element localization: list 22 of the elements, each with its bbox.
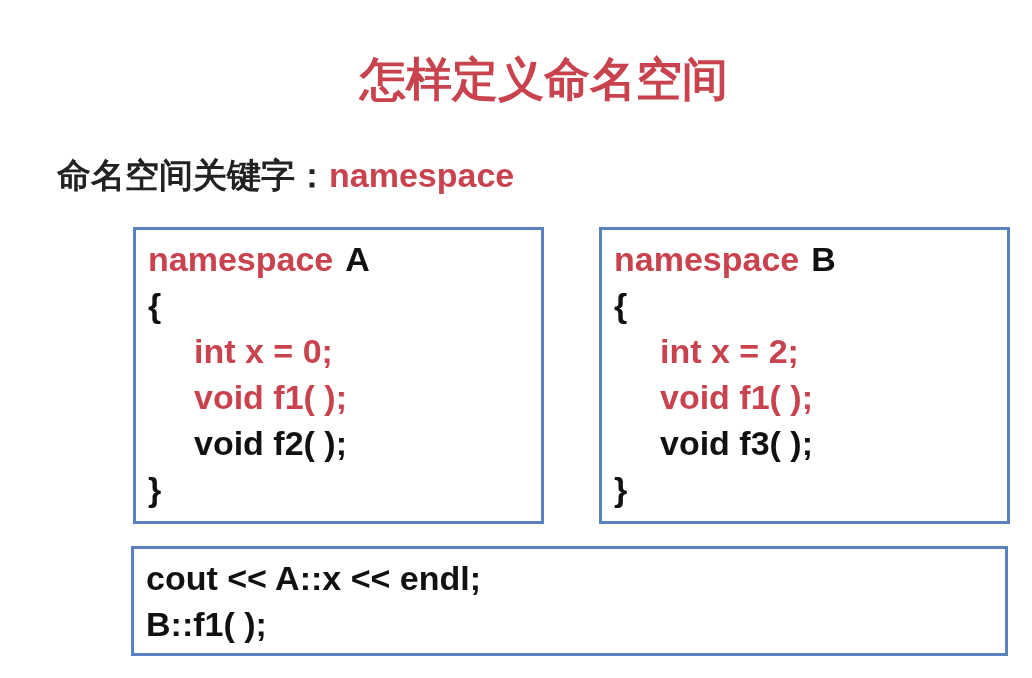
- code-text: void f2( );: [194, 423, 347, 464]
- code-text: namespace: [614, 239, 800, 280]
- code-text: B::f1( );: [146, 604, 267, 645]
- title: 怎样定义命名空间: [360, 56, 728, 102]
- code-text: {: [614, 285, 628, 326]
- code-text: namespace: [148, 239, 334, 280]
- code-text: cout << A::x << endl;: [146, 558, 482, 599]
- code-text: int x = 0;: [194, 331, 333, 372]
- code-text: B: [811, 239, 836, 280]
- keyword-text: namespace: [329, 155, 515, 196]
- code-text: A: [345, 239, 370, 280]
- code-text: int x = 2;: [660, 331, 799, 372]
- code-text: {: [148, 285, 162, 326]
- code-box: [133, 227, 544, 524]
- code-box: [131, 546, 1008, 656]
- code-text: void f1( );: [660, 377, 813, 418]
- code-text: void f3( );: [660, 423, 813, 464]
- code-text: }: [614, 469, 628, 510]
- code-text: }: [148, 469, 162, 510]
- code-box: [599, 227, 1010, 524]
- keyword-label: 命名空间关键字：: [57, 155, 329, 196]
- code-text: void f1( );: [194, 377, 347, 418]
